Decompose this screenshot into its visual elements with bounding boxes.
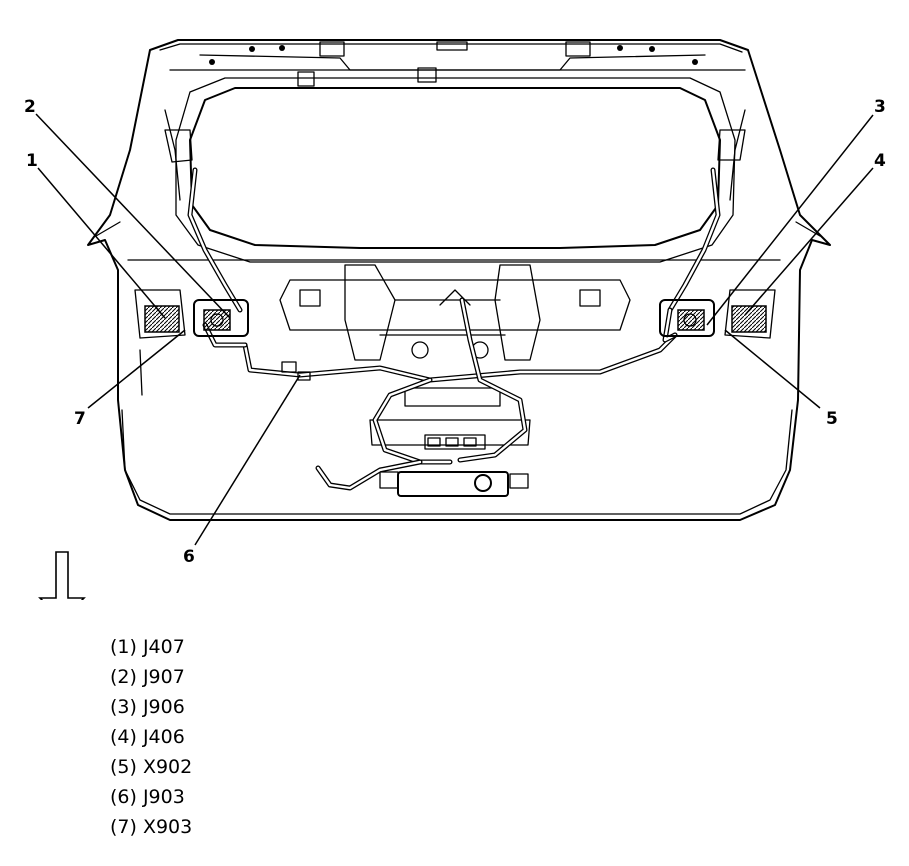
callout-3: 3 — [874, 97, 886, 117]
callout-7: 7 — [74, 409, 86, 429]
liftgate-wiring-diagram: 1 2 3 4 5 6 7 — [24, 39, 886, 600]
leader-lines — [35, 113, 874, 546]
left-lamp-area — [134, 289, 249, 339]
down-arrow-icon — [38, 551, 86, 600]
right-lamp-area — [659, 289, 776, 339]
legend-item: (3) J906 — [110, 696, 185, 718]
component-legend: (1) J407 (2) J907 (3) J906 (4) J406 (5) … — [110, 632, 192, 842]
callout-labels: 1 2 3 4 5 6 7 — [24, 97, 886, 567]
latch-assembly — [379, 434, 529, 497]
legend-item: (2) J907 — [110, 666, 185, 688]
legend-item: (1) J407 — [110, 636, 185, 658]
legend-item: (5) X902 — [110, 756, 193, 778]
callout-4: 4 — [874, 151, 886, 171]
legend-item: (6) J903 — [110, 786, 185, 808]
legend-item: (7) X903 — [110, 816, 193, 838]
callout-5: 5 — [826, 409, 838, 429]
callout-1: 1 — [26, 151, 38, 171]
inner-panel — [279, 264, 631, 446]
wiring-harness — [187, 167, 721, 491]
callout-2: 2 — [24, 97, 36, 117]
window-frame — [164, 41, 746, 263]
legend-item: (4) J406 — [110, 726, 185, 748]
callout-6: 6 — [183, 547, 195, 567]
